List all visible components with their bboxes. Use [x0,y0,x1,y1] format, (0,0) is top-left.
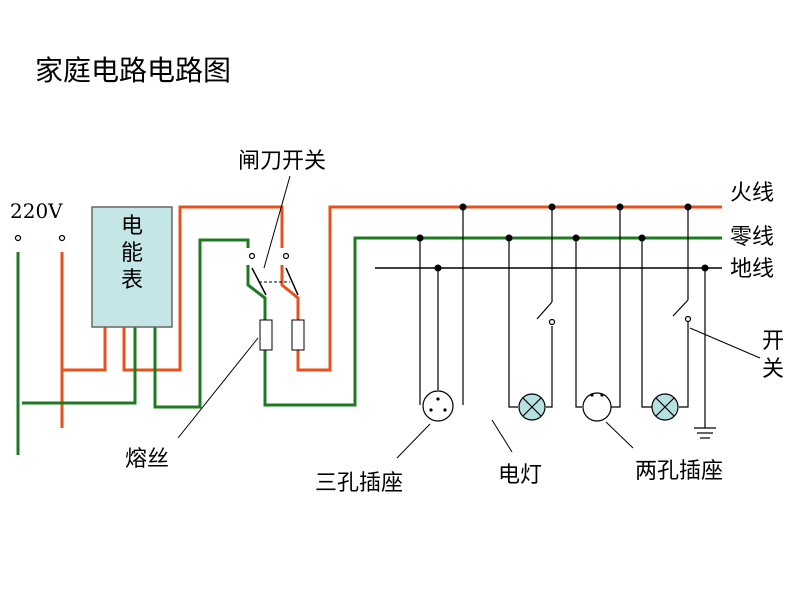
lamp-1-switch-contact [548,318,556,326]
three-hole-socket [422,390,454,422]
neutral-into-meter [22,327,137,405]
lamp-pointer [491,419,513,453]
two-hole-socket-pointer [605,421,634,449]
lamp-2-switch-contact [684,315,692,323]
lamp-2 [651,393,679,421]
supply-terminal-right [58,234,66,242]
knife-switch-pointer [263,175,291,269]
knife-switch-label: 闸刀开关 [238,149,326,174]
electricity-meter [91,206,173,328]
meter-label-char-3: 表 [121,268,143,293]
earth-ground-icon [694,268,716,439]
three-hole-socket-wiring [419,207,464,405]
live-into-meter [62,327,107,372]
supply-terminal-left [14,234,22,242]
knife-switch [248,252,299,296]
diagram-title: 家庭电路电路图 [35,54,231,87]
lamp-1-wiring [508,207,553,408]
switch-label-char-2: 关 [762,357,784,382]
live-meter-to-knife-switch [122,205,284,372]
neutral-main-line [246,236,722,407]
neutral-wires [16,236,722,455]
fuse-label: 熔丝 [125,447,169,472]
two-hole-socket [582,392,612,422]
voltage-label: 220V [10,199,63,223]
lamp-2-wiring [641,207,689,408]
two-hole-socket-wiring [575,207,621,408]
fuse-neutral [259,319,273,351]
three-hole-socket-pointer [396,423,431,459]
live-main-line [280,205,722,372]
lamp-1 [518,393,546,421]
live-wires [60,205,722,428]
meter-label-char-2: 能 [121,241,143,266]
lamp-label: 电灯 [498,463,542,488]
neutral-meter-to-knife-switch [153,238,250,409]
switch-label-char-1: 开 [762,329,784,354]
three-hole-socket-label: 三孔插座 [315,471,403,496]
fuse-pointer [177,337,259,439]
neutral-wire-label: 零线 [730,225,774,250]
meter-label-char-1: 电 [121,214,143,239]
switch-pointer [689,327,761,359]
fuse-live [291,319,305,351]
ground-wire-label: 地线 [730,257,774,282]
live-wire-label: 火线 [730,181,774,206]
two-hole-socket-label: 两孔插座 [635,459,723,484]
